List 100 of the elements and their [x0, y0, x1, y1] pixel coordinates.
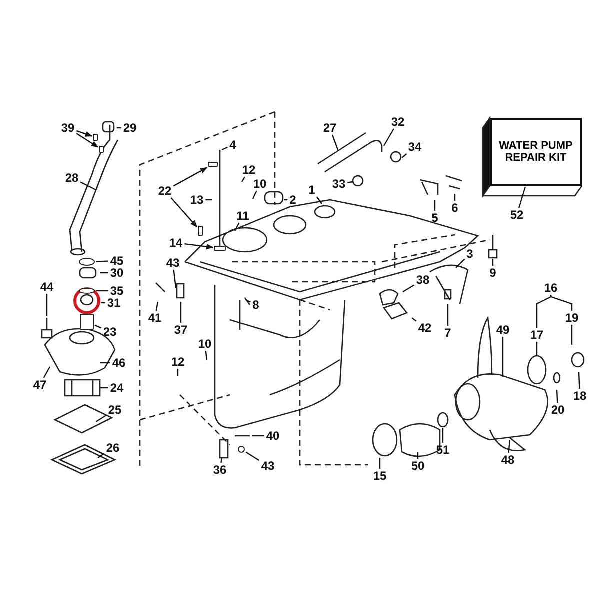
leader-line	[536, 295, 552, 328]
leader-line	[220, 458, 223, 464]
leader-line	[98, 453, 105, 458]
leader-line	[100, 362, 110, 364]
callout-number: 11	[236, 210, 250, 222]
callout-number: 10	[197, 338, 213, 350]
callout-number: 3	[466, 248, 474, 260]
callout-number: 22	[157, 185, 173, 197]
callout-number: 44	[39, 281, 55, 293]
leader-line	[94, 324, 102, 329]
leader-line	[434, 200, 436, 211]
leader-line	[442, 428, 444, 443]
kit-label: WATER PUMP REPAIR KIT	[498, 140, 574, 164]
leader-line	[447, 304, 449, 326]
leader-line	[402, 284, 415, 293]
callout-number: 33	[331, 178, 347, 190]
callout-number: 2	[288, 194, 298, 206]
callout-number: 45	[109, 255, 125, 267]
leader-line	[173, 270, 177, 288]
callout-number: 8	[252, 299, 260, 311]
kit-box	[490, 118, 582, 186]
callout-number: 43	[260, 460, 276, 472]
callout-number: 18	[572, 390, 588, 402]
leader-line	[348, 181, 354, 184]
callout-number: 32	[390, 116, 406, 128]
callout-number: 37	[173, 324, 189, 336]
leader-line	[76, 133, 99, 148]
leader-line	[96, 260, 108, 262]
leader-line	[234, 222, 240, 232]
callout-number: 20	[550, 404, 566, 416]
leader-line	[173, 167, 208, 187]
callout-number: 24	[109, 382, 125, 394]
callout-number: 23	[102, 326, 118, 338]
callout-number: 6	[450, 202, 460, 214]
leader-line	[508, 440, 511, 454]
pin-part	[208, 162, 218, 167]
leader-line	[80, 182, 96, 191]
leader-line	[571, 325, 573, 345]
callout-number: 12	[170, 356, 186, 368]
leader-line	[43, 366, 51, 378]
callout-number: 30	[109, 267, 125, 279]
callout-number: 14	[168, 237, 184, 249]
leader-line	[316, 196, 322, 204]
leader-line	[502, 337, 504, 377]
leader-line	[246, 299, 251, 303]
leader-line	[206, 199, 212, 201]
tube-part	[80, 314, 94, 330]
leader-line	[101, 302, 106, 304]
callout-number: 27	[322, 122, 338, 134]
callout-number: 29	[122, 122, 138, 134]
leader-line	[180, 302, 182, 323]
callout-number: 34	[407, 141, 423, 153]
callout-number: 13	[189, 194, 205, 206]
pin-part	[198, 226, 203, 236]
callout-number: 16	[543, 282, 559, 294]
callout-number: 5	[430, 212, 440, 224]
leader-line	[222, 146, 228, 151]
callout-number: 39	[60, 122, 76, 134]
seal-ring	[79, 288, 95, 294]
leader-line	[492, 259, 494, 266]
callout-number: 31	[106, 297, 122, 309]
callout-number: 36	[212, 464, 228, 476]
pin-part	[93, 134, 98, 141]
leader-line	[100, 387, 108, 389]
callout-number: 50	[410, 460, 426, 472]
callout-number: 4	[228, 139, 238, 151]
leader-line	[578, 372, 580, 390]
callout-number: 41	[147, 312, 163, 324]
ball-part	[238, 446, 245, 453]
leader-line	[412, 318, 417, 322]
leader-line	[252, 435, 264, 437]
leader-line	[383, 128, 394, 146]
leader-line	[518, 186, 526, 208]
leader-line	[536, 342, 538, 356]
callout-number: 48	[500, 454, 516, 466]
callout-number: 42	[417, 322, 433, 334]
leader-line	[379, 458, 381, 469]
leader-line	[177, 369, 179, 376]
callout-number: 1	[308, 184, 316, 196]
callout-number: 49	[495, 324, 511, 336]
leader-line	[96, 414, 107, 422]
leader-line	[454, 194, 456, 201]
callout-number: 51	[435, 444, 451, 456]
callout-number: 43	[165, 257, 181, 269]
callout-number: 35	[109, 285, 125, 297]
o-ring	[79, 258, 95, 266]
callout-number: 9	[488, 267, 498, 279]
callout-number: 26	[105, 442, 121, 454]
stud-base	[214, 246, 226, 251]
leader-line	[96, 290, 108, 292]
callout-number: 28	[64, 172, 80, 184]
leader-line	[402, 154, 408, 158]
leader-line	[241, 176, 246, 182]
callout-number: 40	[265, 430, 281, 442]
leader-line	[76, 130, 93, 137]
callout-number: 47	[32, 379, 48, 391]
callout-number: 10	[252, 178, 268, 190]
pin-part	[99, 146, 104, 153]
leader-line	[332, 134, 339, 150]
leader-line	[170, 198, 198, 228]
